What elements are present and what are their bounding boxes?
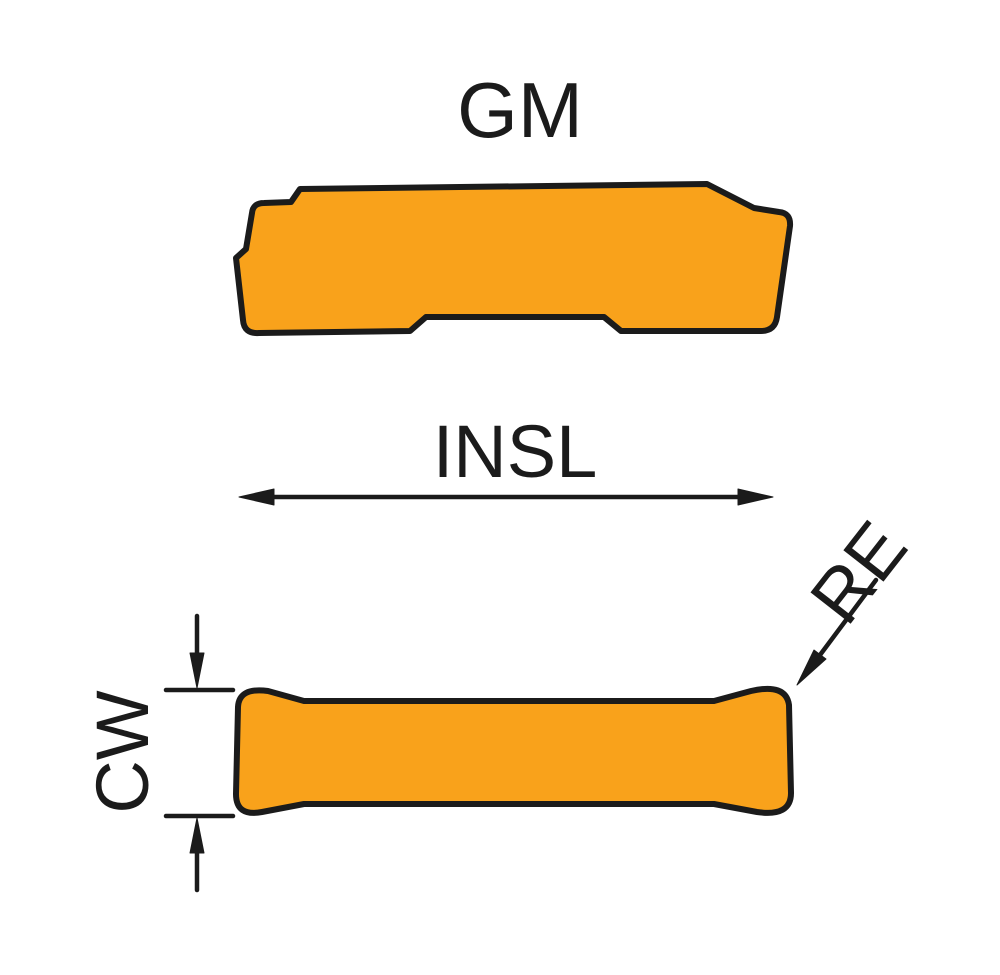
geometry-code-label: GM [457,66,583,154]
insert-length-label: INSL [433,410,598,493]
re-leader-line [817,577,879,658]
insert-shapes [233,181,794,816]
dimension-graphics [163,488,879,893]
insl-right-arrowhead [737,488,774,506]
cw-arrowhead-bottom [189,817,205,854]
insl-left-arrowhead [238,488,275,506]
cw-arrowhead-top [189,652,205,689]
cutting-width-label: CW [81,690,164,813]
insert-top-view-shape [233,685,794,816]
insert-side-view-shape [233,181,794,337]
re-arrowhead [796,649,827,686]
